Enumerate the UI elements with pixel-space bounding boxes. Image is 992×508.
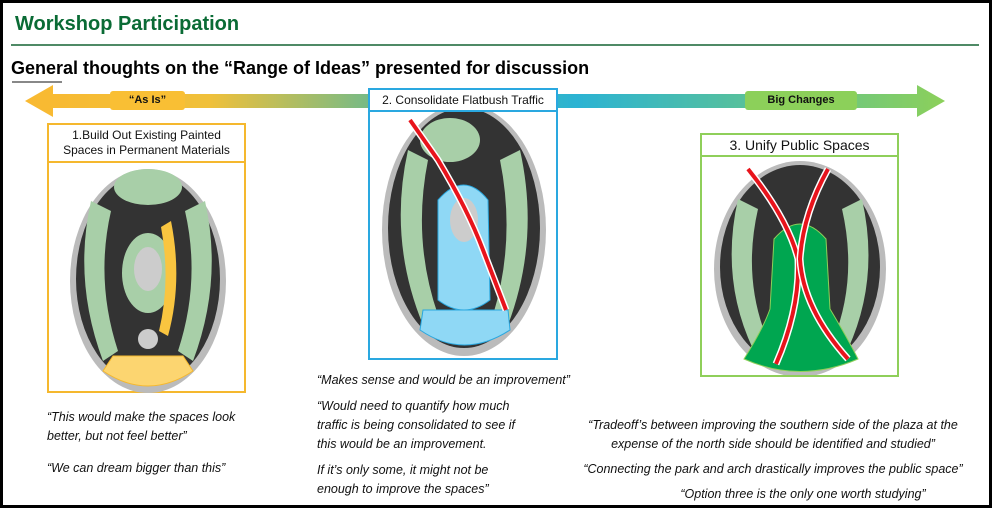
subtitle: General thoughts on the “Range of Ideas”… [11, 58, 590, 78]
page-title: Workshop Participation [15, 13, 240, 35]
title-divider [11, 44, 979, 46]
option-3-map [714, 161, 886, 375]
quote: “Tradeoff’s between improving the southe… [588, 418, 958, 451]
quote: “Makes sense and would be an improvement… [317, 373, 570, 387]
quote: “This would make the spaces look better,… [47, 410, 236, 443]
quote: “Connecting the park and arch drasticall… [583, 462, 963, 476]
option-2-title: 2. Consolidate Flatbush Traffic [370, 90, 556, 112]
slide: Workshop Participation General thoughts … [3, 3, 989, 505]
option-1-title: 1.Build Out Existing Painted Spaces in P… [49, 125, 244, 163]
quote: If it’s only some, it might not be enoug… [317, 463, 489, 496]
option-2-map [382, 110, 546, 356]
quote: “Would need to quantify how much traffic… [317, 399, 516, 451]
big-changes-label: Big Changes [745, 91, 857, 110]
as-is-label: “As Is” [110, 91, 185, 110]
subtitle-underline [12, 81, 62, 83]
option-1-card: 1.Build Out Existing Painted Spaces in P… [47, 123, 246, 393]
option-3-card: 3. Unify Public Spaces [700, 133, 899, 377]
option-2-card: 2. Consolidate Flatbush Traffic [368, 88, 558, 360]
option-3-title: 3. Unify Public Spaces [702, 135, 897, 157]
quote: “We can dream bigger than this” [47, 461, 226, 475]
option-1-map [70, 169, 226, 393]
quote: “Option three is the only one worth stud… [680, 487, 926, 501]
